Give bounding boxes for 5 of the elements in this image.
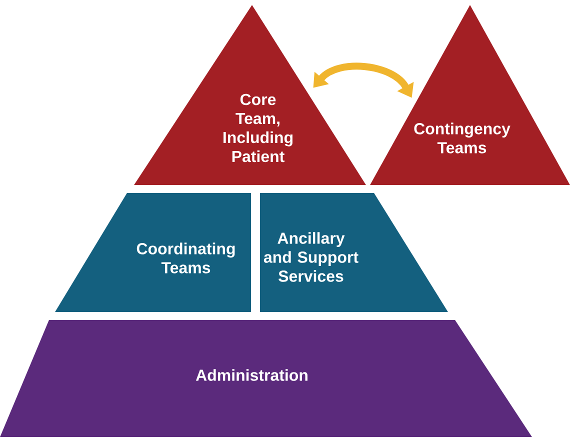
- trapezoid-block: Ancillary and Support Services: [260, 193, 448, 312]
- triangle-block: Core Team, Including Patient: [134, 5, 366, 185]
- trapezoid-block: Coordinating Teams: [55, 193, 251, 312]
- triangle-block: Contingency Teams: [370, 5, 570, 185]
- band-block: Administration: [0, 320, 532, 437]
